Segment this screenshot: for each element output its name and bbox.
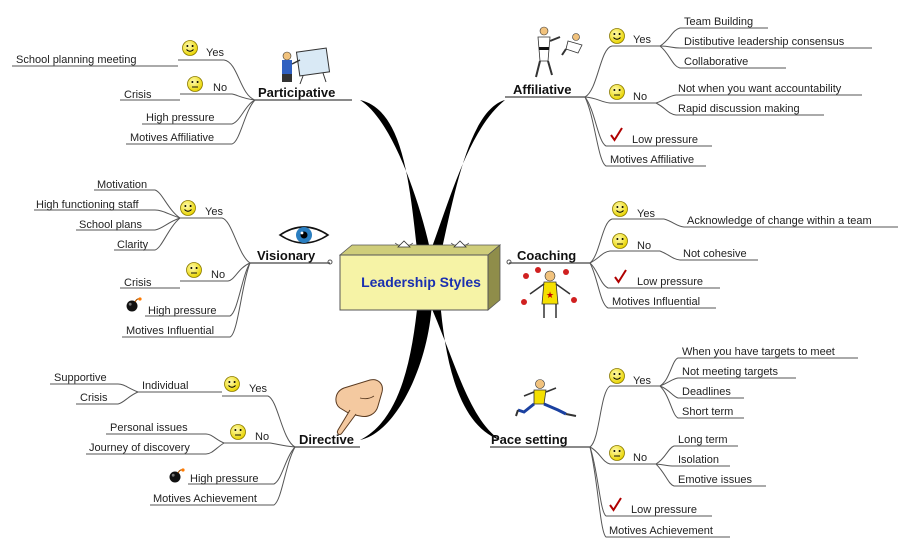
yes-label: Yes	[637, 208, 655, 220]
list-item: Motivation	[97, 179, 147, 191]
pressure-label: Low pressure	[637, 276, 703, 288]
motives-label: Motives Influential	[126, 325, 214, 337]
yes-label: Yes	[633, 34, 651, 46]
pressure-label: High pressure	[148, 305, 216, 317]
list-item: School plans	[79, 219, 142, 231]
branch-title: Directive	[299, 432, 354, 447]
center-title: Leadership Styles	[361, 274, 481, 290]
eye-icon	[278, 226, 330, 244]
checkmark-icon	[614, 269, 627, 283]
list-item: Short term	[682, 406, 733, 418]
list-item: Isolation	[678, 454, 719, 466]
smiley-happy-icon	[612, 201, 628, 217]
lamp-icon	[394, 240, 414, 248]
yes-label: Yes	[205, 206, 223, 218]
branch-title: Visionary	[257, 248, 316, 263]
no-label: No	[633, 91, 647, 103]
motives-label: Motives Achievement	[609, 525, 713, 537]
list-item: Crisis	[80, 392, 108, 404]
motives-label: Motives Affiliative	[610, 154, 694, 166]
list-item: Team Building	[684, 16, 753, 28]
motives-label: Motives Achievement	[153, 493, 257, 505]
pressure-label: Low pressure	[632, 134, 698, 146]
list-item: Crisis	[124, 277, 152, 289]
yes-label: Yes	[633, 375, 651, 387]
list-item: Not meeting targets	[682, 366, 778, 378]
smiley-happy-icon	[180, 200, 196, 216]
list-item: Collaborative	[684, 56, 748, 68]
smiley-neutral-icon	[187, 76, 203, 92]
branch-title: Pace setting	[491, 432, 568, 447]
smiley-neutral-icon	[230, 424, 246, 440]
trunk-connectors	[360, 100, 505, 440]
list-item: Distibutive leadership consensus	[684, 36, 845, 48]
no-label: No	[637, 240, 651, 252]
center-node[interactable]: Leadership Styles	[338, 240, 502, 311]
branch-pacesetting[interactable]: Pace setting Yes When you have targets t…	[490, 346, 858, 538]
runner-icon	[515, 379, 577, 417]
pointing-hand-icon	[335, 379, 383, 435]
list-item: Not cohesive	[683, 248, 747, 260]
list-item: Deadlines	[682, 386, 731, 398]
list-item: Crisis	[124, 89, 152, 101]
smiley-happy-icon	[182, 40, 198, 56]
list-item: Not when you want accountability	[678, 83, 842, 95]
list-item: Long term	[678, 434, 728, 446]
branch-title: Participative	[258, 85, 335, 100]
list-item: Clarity	[117, 239, 149, 251]
motives-label: Motives Influential	[612, 296, 700, 308]
list-item: Personal issues	[110, 422, 188, 434]
list-item: School planning meeting	[16, 54, 136, 66]
list-item: Emotive issues	[678, 474, 752, 486]
branch-directive[interactable]: Directive Yes Individual Supportive Cris…	[50, 372, 383, 506]
branch-title: Affiliative	[513, 82, 572, 97]
bomb-icon	[168, 467, 186, 484]
pressure-label: High pressure	[146, 112, 214, 124]
list-item: Acknowledge of change within a team	[687, 215, 872, 227]
juggler-icon: ★	[521, 267, 577, 318]
list-item: When you have targets to meet	[682, 346, 835, 358]
artist-easel-icon	[282, 47, 331, 85]
checkmark-icon	[610, 127, 623, 141]
yes-label: Yes	[206, 47, 224, 59]
list-item: Rapid discussion making	[678, 103, 800, 115]
lamp-icon	[450, 240, 470, 248]
smiley-happy-icon	[609, 28, 625, 44]
no-label: No	[213, 82, 227, 94]
smiley-neutral-icon	[609, 445, 625, 461]
branch-affiliative[interactable]: Affiliative Yes Team Building Distibutiv…	[505, 16, 872, 167]
no-label: No	[211, 269, 225, 281]
list-item: High functioning staff	[36, 199, 139, 211]
smiley-neutral-icon	[609, 84, 625, 100]
list-item: Supportive	[54, 372, 107, 384]
list-item: Journey of discovery	[89, 442, 190, 454]
branch-participative[interactable]: Participative Yes School planning meetin…	[12, 40, 352, 145]
pressure-label: Low pressure	[631, 504, 697, 516]
yes-label: Yes	[249, 383, 267, 395]
sub-label-individual: Individual	[142, 380, 188, 392]
smiley-neutral-icon	[612, 233, 628, 249]
motives-label: Motives Affiliative	[130, 132, 214, 144]
smiley-happy-icon	[224, 376, 240, 392]
no-label: No	[255, 431, 269, 443]
smiley-neutral-icon	[186, 262, 202, 278]
svg-text:★: ★	[546, 290, 554, 300]
bomb-icon	[125, 296, 143, 313]
no-label: No	[633, 452, 647, 464]
checkmark-icon	[609, 497, 622, 511]
smiley-happy-icon	[609, 368, 625, 384]
karate-figures-icon	[535, 26, 583, 78]
branch-coaching[interactable]: Coaching ★ Yes Acknowledge of change wit…	[509, 201, 898, 319]
branch-title: Coaching	[517, 248, 576, 263]
branch-visionary[interactable]: Visionary Yes Motivation High functionin…	[34, 179, 330, 338]
pressure-label: High pressure	[190, 473, 258, 485]
